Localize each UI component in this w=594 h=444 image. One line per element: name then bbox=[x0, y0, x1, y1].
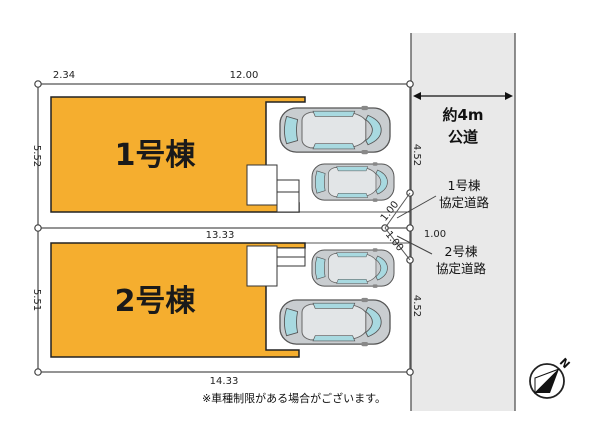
road-type-label: 公道 bbox=[448, 128, 478, 146]
building-1-entrance bbox=[246, 164, 278, 206]
dim-corner-b: 1.00 bbox=[424, 229, 446, 240]
car-2a bbox=[311, 247, 395, 289]
leader-1 bbox=[396, 195, 437, 219]
car-2b bbox=[279, 297, 391, 347]
building-2-steps bbox=[276, 247, 306, 267]
vehicle-restriction-note: ※車種制限がある場合がございます。 bbox=[202, 391, 386, 405]
building-2-label: 2号棟 bbox=[115, 284, 197, 319]
access-2-line2: 協定道路 bbox=[436, 261, 487, 276]
road-width-label: 約4m bbox=[442, 106, 483, 124]
dim-lot-2-side: 5.51 bbox=[31, 289, 42, 311]
access-1-line2: 協定道路 bbox=[439, 195, 490, 210]
dim-middle: 13.33 bbox=[206, 230, 235, 241]
access-2-line1: 2号棟 bbox=[445, 244, 478, 259]
dim-lot-1-top: 12.00 bbox=[230, 70, 259, 81]
north-arrow-icon: N bbox=[529, 355, 573, 399]
dim-lot-1-right: 4.52 bbox=[411, 144, 422, 166]
lot-2-boundary bbox=[37, 228, 411, 373]
car-1a bbox=[279, 105, 391, 155]
building-2 bbox=[50, 242, 306, 358]
building-1-label: 1号棟 bbox=[115, 138, 197, 173]
dim-setback: 2.34 bbox=[53, 70, 75, 81]
public-road bbox=[411, 33, 515, 411]
building-1-steps bbox=[276, 179, 300, 213]
dim-lot-2-right: 4.52 bbox=[411, 295, 422, 317]
corner-chamfer-lower bbox=[384, 227, 411, 261]
road-width-arrowhead-right bbox=[505, 92, 513, 100]
access-1-line1: 1号棟 bbox=[448, 178, 481, 193]
building-2-entrance bbox=[246, 245, 278, 287]
dim-lot-1-side: 5.52 bbox=[31, 145, 42, 167]
road-width-arrowhead-left bbox=[413, 92, 421, 100]
dim-bottom: 14.33 bbox=[210, 376, 239, 387]
car-1b bbox=[311, 161, 395, 203]
corner-chamfer-upper bbox=[384, 192, 411, 229]
leader-2 bbox=[396, 235, 433, 255]
dim-corner-a: 1.00 bbox=[379, 199, 401, 223]
